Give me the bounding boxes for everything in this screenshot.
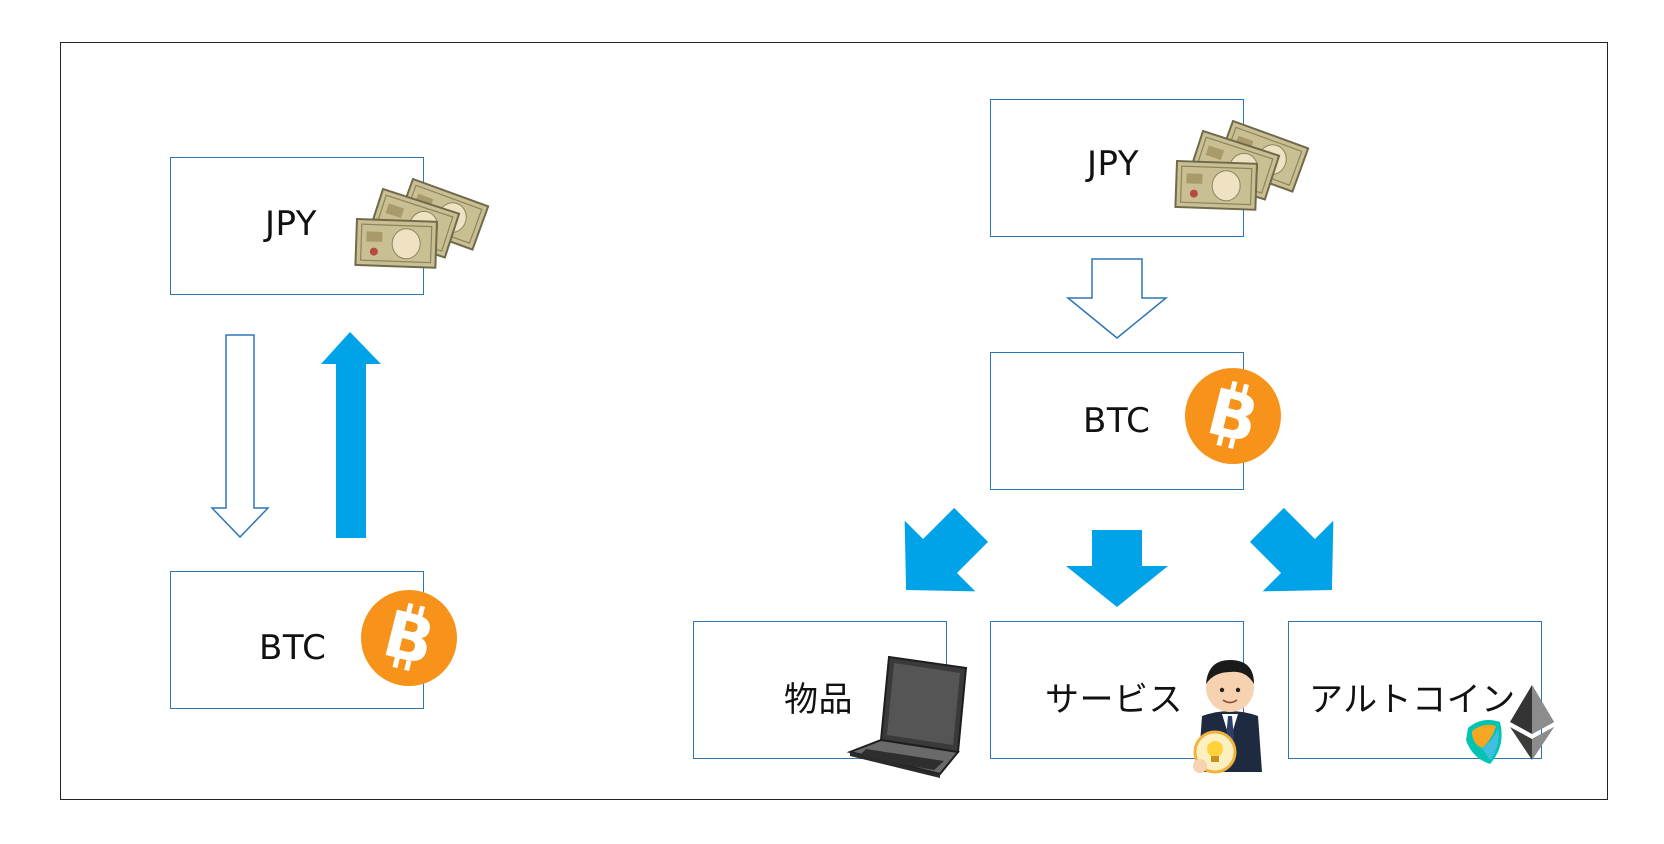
yen-banknotes-icon [354,178,490,269]
right-btc-box: BTC [990,352,1244,490]
diagram-frame [60,42,1608,800]
altcoin-label: アルトコイン [1309,680,1516,720]
bitcoin-coin-icon [361,590,457,686]
right-jpy-label: JPY [1087,144,1140,184]
left-btc-label: BTC [259,628,327,668]
filled-up-arrow [321,332,381,538]
right-btc-label: BTC [1083,401,1151,441]
laptop-icon [846,655,968,778]
outline-down-arrow [210,334,270,539]
filled-diagonal-arrow-left [904,507,989,592]
altcoin-logos-icon [1466,685,1554,764]
goods-label: 物品 [784,680,853,720]
outline-down-arrow [1065,258,1169,339]
yen-banknotes-icon [1174,120,1310,211]
right-jpy-box: JPY [990,99,1244,237]
filled-diagonal-arrow-right [1249,507,1334,592]
services-label: サービス [1045,680,1183,720]
bitcoin-coin-icon [1185,368,1281,464]
left-jpy-label: JPY [265,204,318,244]
businessman-icon [1193,660,1262,774]
filled-down-arrow-center [1066,530,1168,607]
